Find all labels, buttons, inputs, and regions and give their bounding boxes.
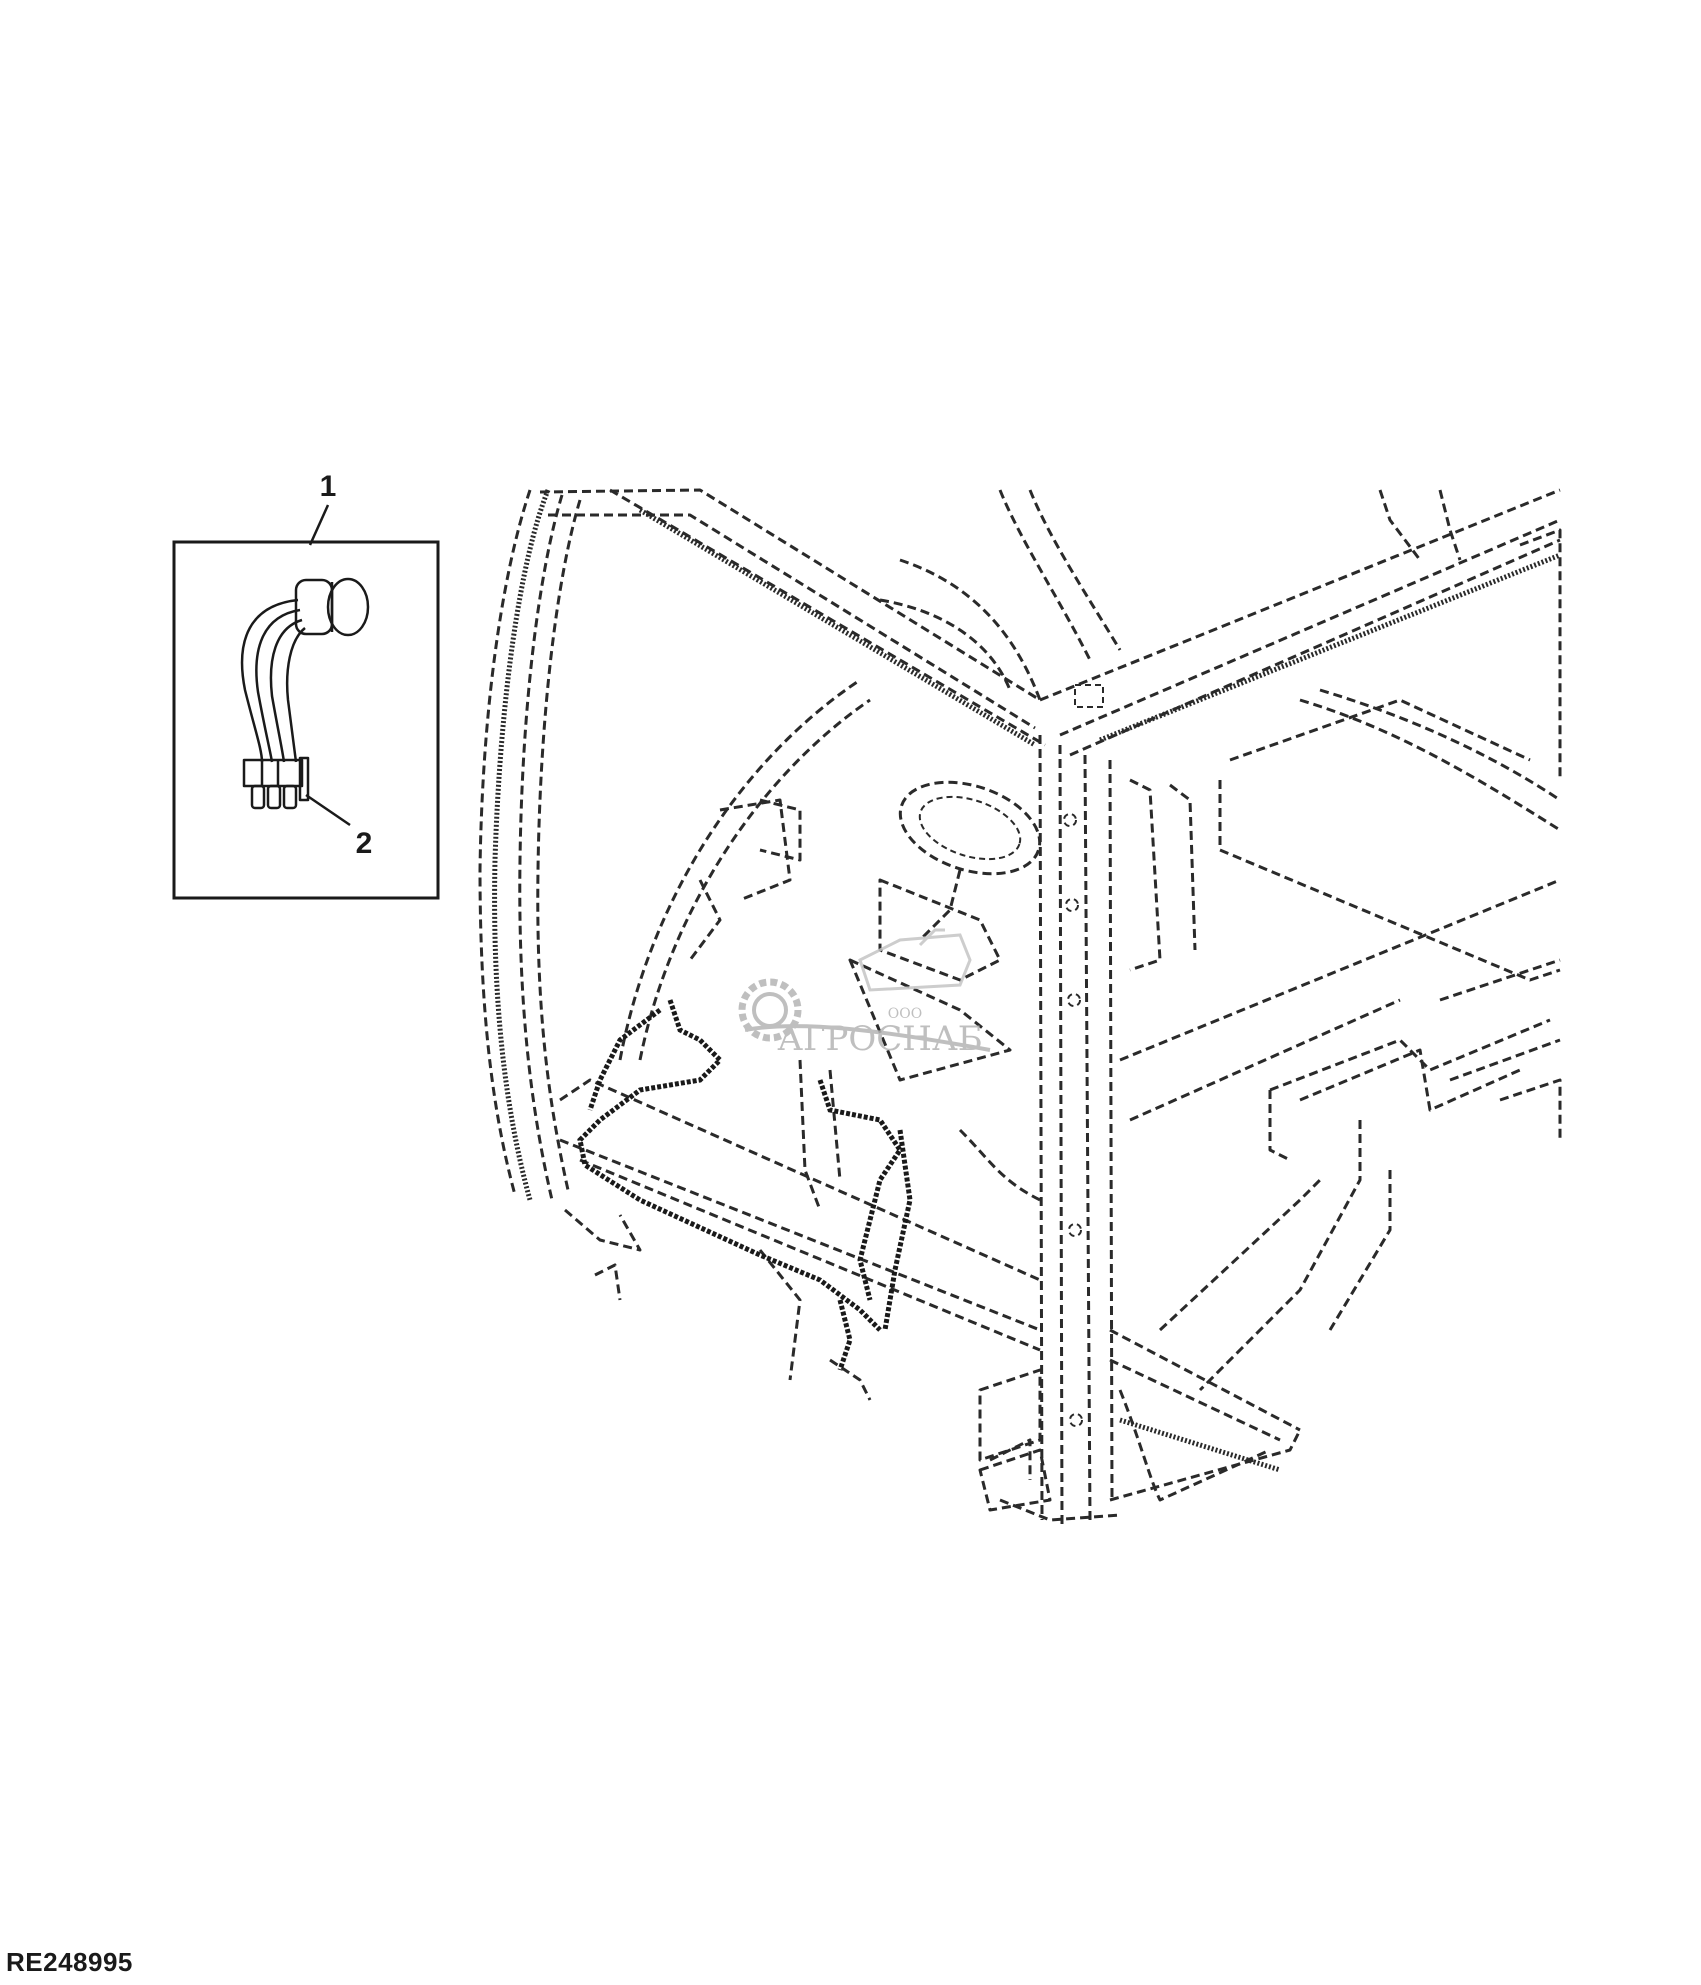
harness-wires: [240, 598, 306, 763]
callout-2-leader: [305, 793, 351, 827]
watermark-company-name: АГРОСНАБ: [777, 1019, 982, 1059]
callout-1-label: 1: [320, 470, 337, 503]
rectangular-connector-part: [242, 756, 310, 810]
detail-inset: [172, 504, 440, 900]
detail-inset-frame: [172, 540, 440, 900]
steering-wheel: [898, 780, 1042, 942]
agrosnab-watermark: ООО АГРОСНАБ: [738, 928, 991, 1059]
figure-id-label: RE248995: [6, 1947, 133, 1977]
callout-2-label: 2: [356, 827, 373, 860]
combine-harvester-icon: [858, 928, 972, 992]
watermark-company-type: ООО: [888, 1006, 922, 1022]
callout-1-leader: [308, 504, 330, 546]
cab-wiring-harness: [577, 999, 913, 1371]
round-connector-part: [294, 577, 370, 637]
cab-frame-drawing: [478, 488, 1562, 1526]
